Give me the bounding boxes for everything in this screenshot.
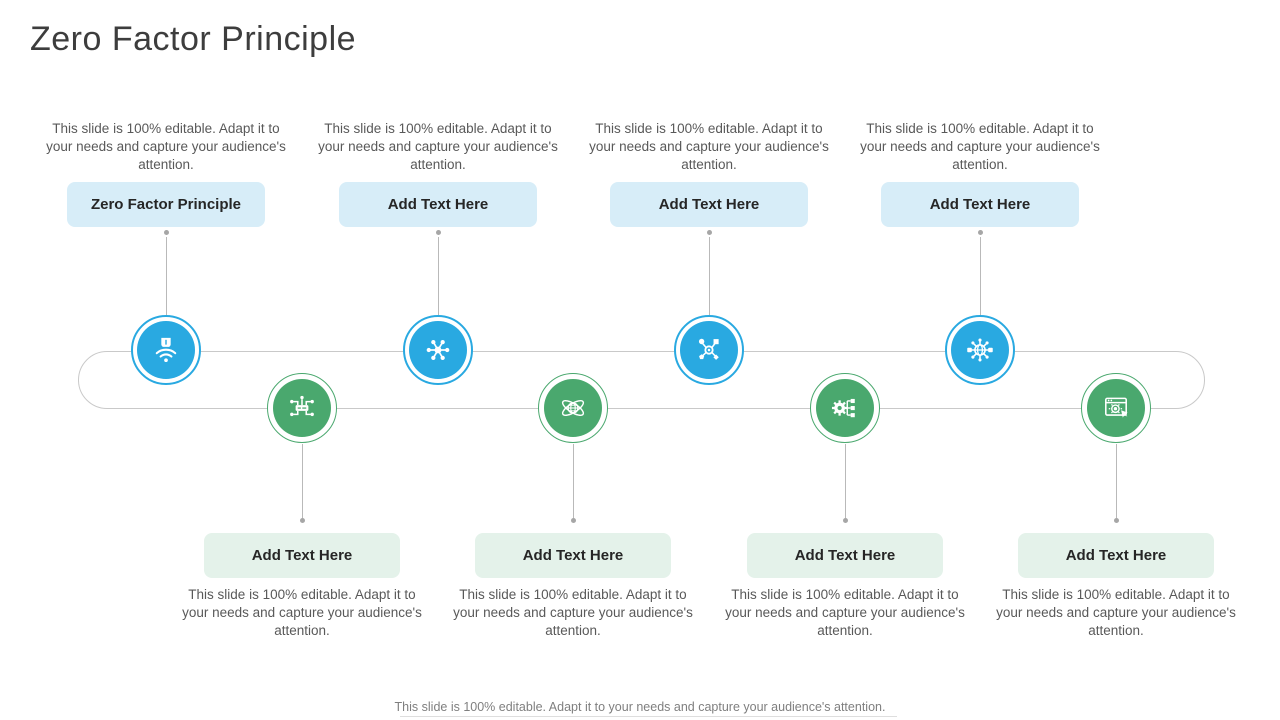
connector-line [302, 444, 303, 518]
page-title: Zero Factor Principle [30, 20, 357, 58]
connector-dot [706, 230, 712, 235]
smart-wifi-icon [155, 337, 177, 363]
connector-line [438, 237, 439, 315]
top-description-3: This slide is 100% editable. Adapt it to… [589, 121, 829, 172]
top-description-2: This slide is 100% editable. Adapt it to… [318, 121, 558, 172]
bottom-description-1: This slide is 100% editable. Adapt it to… [182, 587, 422, 638]
top-label-box-4[interactable]: Add Text Here [881, 182, 1079, 227]
connector-dot [977, 230, 983, 235]
top-label-box-3[interactable]: Add Text Here [610, 182, 808, 227]
connector-dot [163, 230, 169, 235]
timeline-node-1[interactable] [137, 321, 195, 379]
bottom-label-box-1[interactable]: Add Text Here [204, 533, 400, 578]
connector-line [573, 444, 574, 518]
top-description-1: This slide is 100% editable. Adapt it to… [46, 121, 286, 172]
web-search-icon [1105, 397, 1128, 418]
timeline-node-8[interactable] [1087, 379, 1145, 437]
timeline-node-3[interactable] [680, 321, 738, 379]
workflow-icon [698, 338, 719, 360]
connector-line [845, 444, 846, 518]
timeline-node-5[interactable] [273, 379, 331, 437]
timeline-node-4[interactable] [951, 321, 1009, 379]
global-network-icon [967, 338, 993, 362]
top-label-box-2[interactable]: Add Text Here [339, 182, 537, 227]
atom-icon [561, 399, 585, 417]
timeline-track [78, 351, 1205, 409]
top-label-box-1[interactable]: Zero Factor Principle [67, 182, 265, 227]
top-description-4: This slide is 100% editable. Adapt it to… [860, 121, 1100, 172]
timeline-node-2[interactable] [409, 321, 467, 379]
footer-underline [400, 716, 897, 717]
bottom-label-box-2[interactable]: Add Text Here [475, 533, 671, 578]
footer-note: This slide is 100% editable. Adapt it to… [394, 700, 886, 714]
bottom-label-box-4[interactable]: Add Text Here [1018, 533, 1214, 578]
network-device-icon [290, 395, 314, 417]
hub-spoke-icon [426, 339, 450, 361]
timeline-node-7[interactable] [816, 379, 874, 437]
connector-line [1116, 444, 1117, 518]
bottom-label-box-3[interactable]: Add Text Here [747, 533, 943, 578]
connector-dot [299, 518, 305, 523]
connector-line [980, 237, 981, 315]
connector-dot [842, 518, 848, 523]
connector-line [709, 237, 710, 315]
bottom-description-2: This slide is 100% editable. Adapt it to… [453, 587, 693, 638]
gear-checklist-icon [831, 398, 855, 418]
connector-dot [570, 518, 576, 523]
connector-dot [1113, 518, 1119, 523]
bottom-description-3: This slide is 100% editable. Adapt it to… [725, 587, 965, 638]
connector-line [166, 237, 167, 315]
connector-dot [435, 230, 441, 235]
timeline-node-6[interactable] [544, 379, 602, 437]
bottom-description-4: This slide is 100% editable. Adapt it to… [996, 587, 1236, 638]
